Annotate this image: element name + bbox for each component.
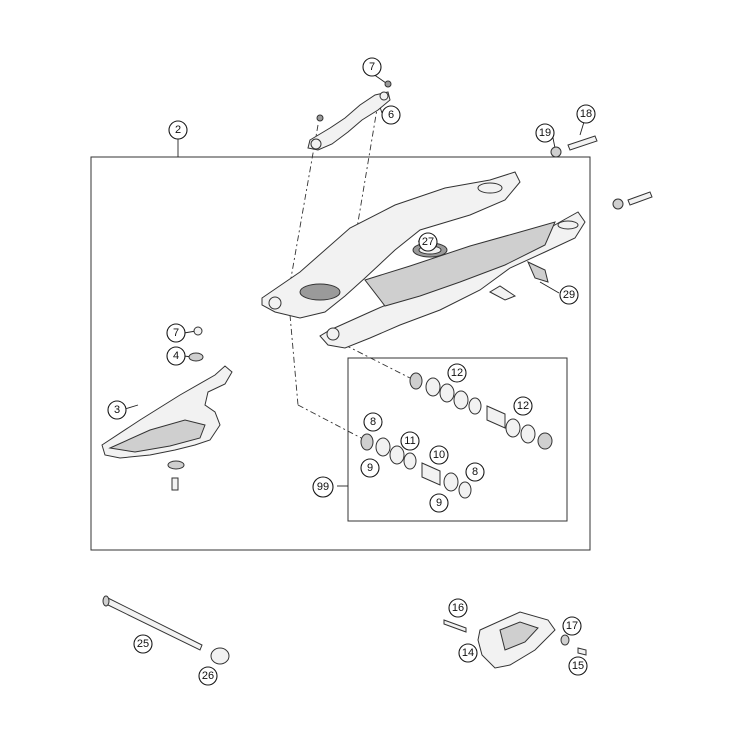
callout-7a: 7 bbox=[362, 57, 382, 77]
callout-8b-label: 8 bbox=[472, 466, 478, 478]
assembly-line-pivot-down bbox=[289, 314, 299, 406]
screw-7b bbox=[193, 326, 203, 336]
callout-27-label: 27 bbox=[422, 236, 434, 248]
assembly-line-upper-pivot bbox=[344, 344, 411, 379]
assembly-line-pivot-to-bearing bbox=[297, 404, 366, 441]
assembly-line-chain-guide-left bbox=[287, 124, 319, 296]
callout-27: 27 bbox=[418, 232, 438, 252]
callout-10: 10 bbox=[429, 445, 449, 465]
callout-18: 18 bbox=[576, 104, 596, 124]
callout-7a-label: 7 bbox=[369, 61, 375, 73]
chain-guide bbox=[443, 611, 587, 669]
callout-12b-label: 12 bbox=[517, 400, 529, 412]
assembly-line-chain-guide-right bbox=[354, 102, 379, 241]
callout-17: 17 bbox=[562, 616, 582, 636]
callout-9a-label: 9 bbox=[367, 462, 373, 474]
leader-3 bbox=[124, 404, 139, 410]
callout-3: 3 bbox=[107, 400, 127, 420]
callout-25-label: 25 bbox=[137, 638, 149, 650]
chain-slider-lower bbox=[101, 326, 233, 491]
callout-6: 6 bbox=[381, 105, 401, 125]
axle-bolts bbox=[550, 135, 653, 210]
callout-12a: 12 bbox=[447, 363, 467, 383]
callout-3-label: 3 bbox=[114, 404, 120, 416]
callout-16-label: 16 bbox=[452, 602, 464, 614]
callout-8a: 8 bbox=[363, 412, 383, 432]
pivot-axle bbox=[102, 595, 230, 665]
callout-14-label: 14 bbox=[462, 647, 474, 659]
callout-6-label: 6 bbox=[388, 109, 394, 121]
callout-19: 19 bbox=[535, 123, 555, 143]
bearing-kit-parts bbox=[360, 372, 553, 499]
callout-29-label: 29 bbox=[563, 289, 575, 301]
callout-17-label: 17 bbox=[566, 620, 578, 632]
washer-4 bbox=[188, 352, 204, 362]
callout-29: 29 bbox=[559, 285, 579, 305]
chain-slider-upper bbox=[307, 80, 392, 151]
callout-18-label: 18 bbox=[580, 108, 592, 120]
callout-16: 16 bbox=[448, 598, 468, 618]
callout-15: 15 bbox=[568, 656, 588, 676]
callout-8b: 8 bbox=[465, 462, 485, 482]
callout-15-label: 15 bbox=[572, 660, 584, 672]
callout-7b-label: 7 bbox=[173, 327, 179, 339]
callout-12a-label: 12 bbox=[451, 367, 463, 379]
callout-11-label: 11 bbox=[404, 435, 415, 447]
swingarm-assembly-frame bbox=[90, 156, 591, 551]
callout-26: 26 bbox=[198, 666, 218, 686]
callout-8a-label: 8 bbox=[370, 416, 376, 428]
callout-4: 4 bbox=[166, 346, 186, 366]
callout-9b: 9 bbox=[429, 493, 449, 513]
swingarm bbox=[261, 171, 586, 349]
callout-14: 14 bbox=[458, 643, 478, 663]
pivot-sleeve bbox=[210, 647, 230, 665]
bearing-kit-frame bbox=[347, 357, 568, 522]
callout-25: 25 bbox=[133, 634, 153, 654]
callout-7b: 7 bbox=[166, 323, 186, 343]
callout-99-label: 99 bbox=[317, 481, 329, 493]
callout-11: 11 bbox=[400, 431, 420, 451]
callout-10-label: 10 bbox=[433, 449, 445, 461]
callout-12b: 12 bbox=[513, 396, 533, 416]
callout-2: 2 bbox=[168, 120, 188, 140]
callout-19-label: 19 bbox=[539, 127, 551, 139]
callout-26-label: 26 bbox=[202, 670, 214, 682]
callout-99: 99 bbox=[312, 476, 334, 498]
callout-4-label: 4 bbox=[173, 350, 179, 362]
callout-2-label: 2 bbox=[175, 124, 181, 136]
leader-18 bbox=[579, 121, 585, 136]
callout-9b-label: 9 bbox=[436, 497, 442, 509]
callout-9a: 9 bbox=[360, 458, 380, 478]
leader-29 bbox=[539, 281, 560, 294]
